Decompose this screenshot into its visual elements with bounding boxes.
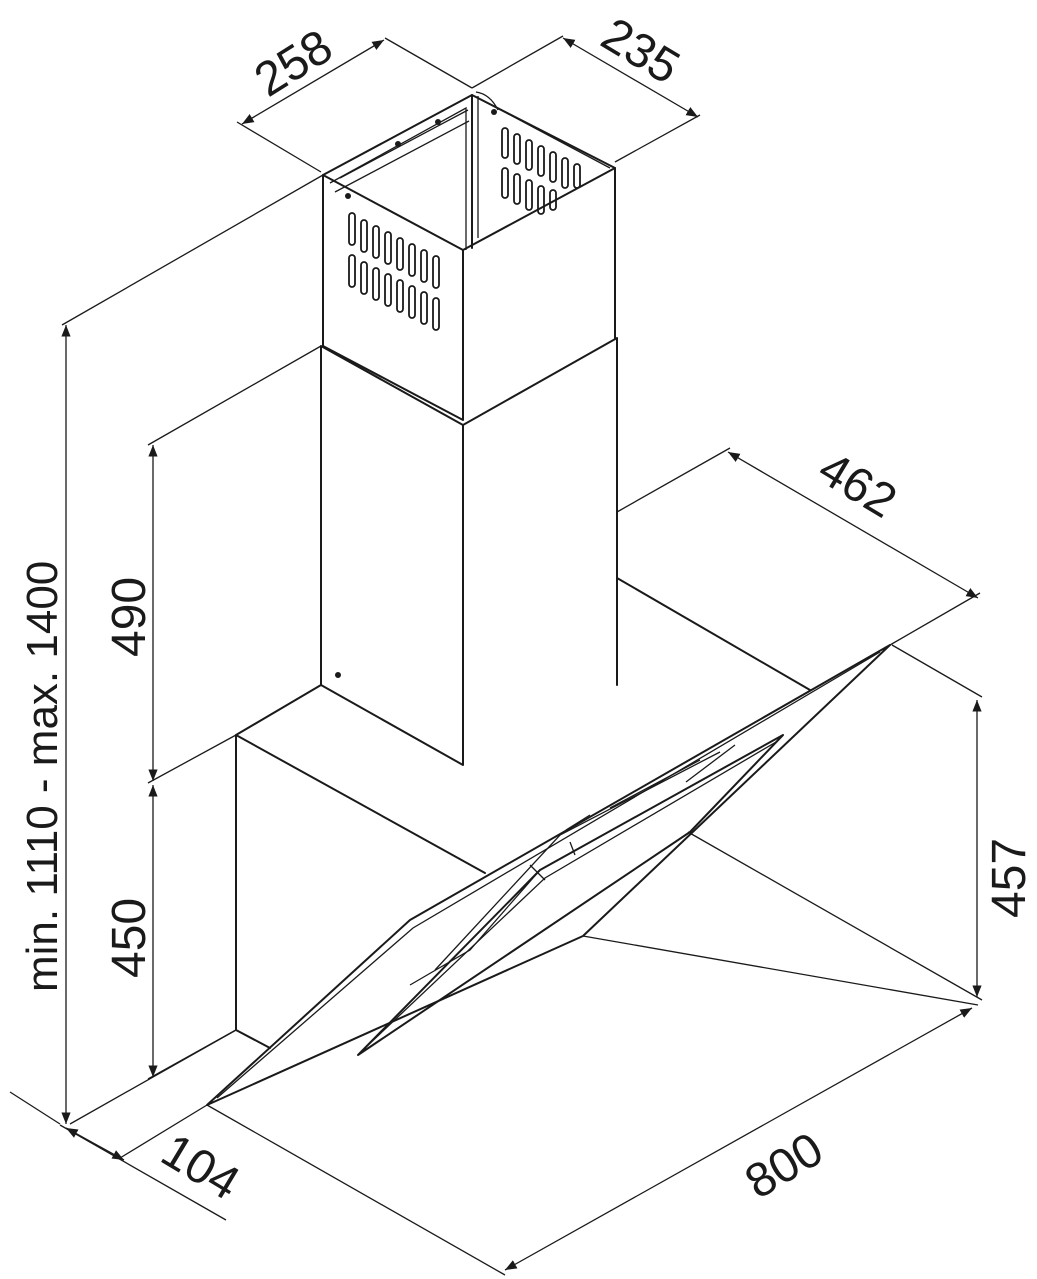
label-462: 462 (809, 442, 905, 529)
dim-upper-height: 490 (103, 345, 322, 784)
upper-chimney-section (322, 91, 616, 421)
vent-slots-right (501, 127, 581, 215)
label-800: 800 (736, 1123, 832, 1210)
dim-total-height: min. 1110 - max. 1400 (9, 174, 324, 1125)
dim-chimney-depth: 235 (471, 8, 701, 163)
dim-wall-offset: 104 (59, 1029, 248, 1221)
label-450: 450 (103, 898, 156, 978)
dim-lower-height: 450 (103, 785, 237, 1080)
dim-hood-width: 800 (206, 935, 979, 1276)
glass-canopy (206, 644, 891, 1106)
label-104: 104 (152, 1124, 248, 1211)
dim-glass-height: 457 (687, 644, 1036, 1001)
dim-chimney-width: 258 (236, 20, 473, 173)
label-457: 457 (983, 838, 1036, 918)
hood-body (235, 577, 811, 1049)
label-235: 235 (592, 8, 688, 95)
vent-slots-left (348, 212, 440, 331)
label-total-height: min. 1110 - max. 1400 (18, 561, 67, 992)
label-258: 258 (246, 20, 342, 107)
lower-chimney-section (320, 337, 618, 766)
label-490: 490 (103, 577, 156, 657)
dim-hood-depth: 462 (616, 442, 981, 646)
